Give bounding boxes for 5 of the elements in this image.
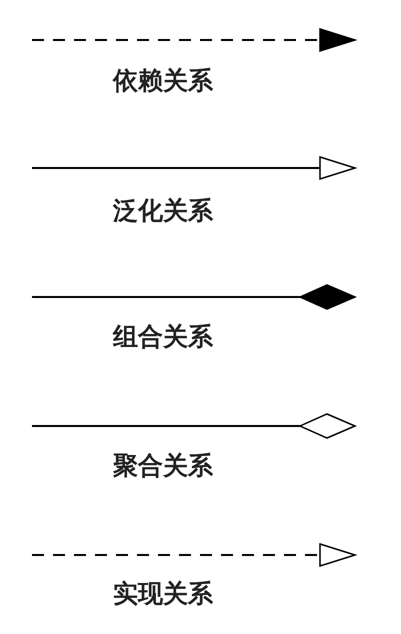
legend-label: 泛化关系 (113, 195, 213, 227)
legend-label: 实现关系 (113, 578, 213, 610)
legend-label: 依赖关系 (113, 65, 213, 97)
legend-label: 聚合关系 (113, 450, 213, 482)
legend-label: 组合关系 (113, 321, 213, 353)
